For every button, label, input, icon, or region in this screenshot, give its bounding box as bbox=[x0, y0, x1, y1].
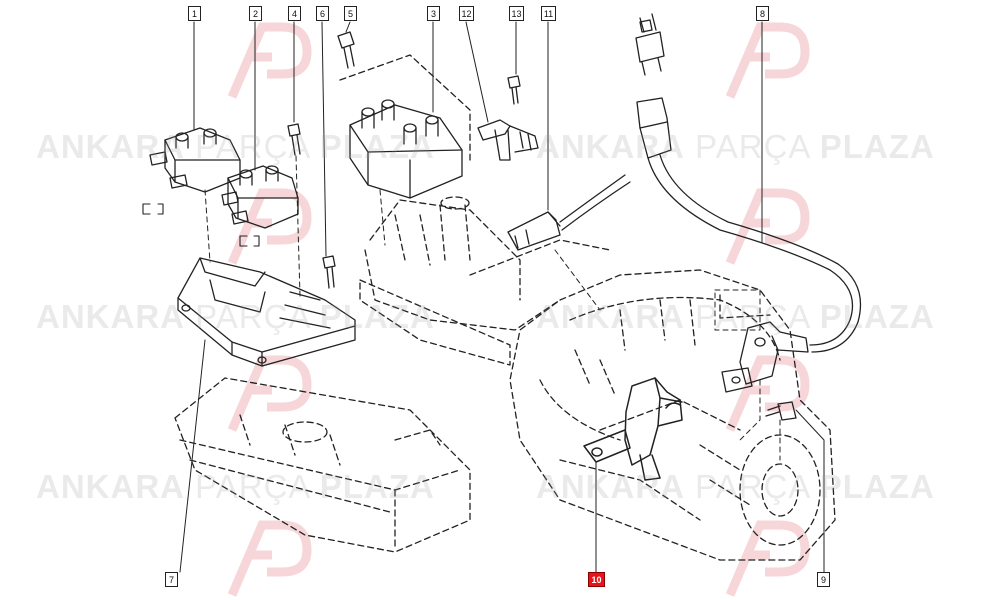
callout-10-highlighted: 10 bbox=[588, 572, 605, 587]
callout-6: 6 bbox=[316, 6, 329, 21]
coil-pack-base-outline bbox=[339, 54, 611, 366]
callout-1: 1 bbox=[188, 6, 201, 21]
vehicle-speed-sensor bbox=[583, 377, 683, 481]
coil-bracket-plate bbox=[177, 257, 356, 367]
connector-bracket-1 bbox=[142, 203, 164, 215]
speed-sensor-lead bbox=[507, 174, 631, 251]
bolt-4 bbox=[287, 123, 301, 156]
leader-lines bbox=[179, 21, 825, 574]
watermark-logo-icon bbox=[725, 188, 810, 265]
callout-4: 4 bbox=[288, 6, 301, 21]
crankshaft-sensor-cable bbox=[635, 13, 862, 353]
engine-cover-outline bbox=[174, 377, 471, 553]
watermark-logo-icon bbox=[227, 355, 312, 432]
callout-3: 3 bbox=[427, 6, 440, 21]
callout-8: 8 bbox=[756, 6, 769, 21]
watermark-logo-icon bbox=[725, 355, 810, 432]
callout-13: 13 bbox=[509, 6, 524, 21]
bolt-9 bbox=[765, 401, 797, 421]
callout-9: 9 bbox=[817, 572, 830, 587]
callout-7: 7 bbox=[165, 572, 178, 587]
connector-bracket-2 bbox=[239, 235, 260, 247]
callout-5: 5 bbox=[344, 6, 357, 21]
callout-12: 12 bbox=[459, 6, 474, 21]
gearbox-housing-outline bbox=[509, 269, 836, 561]
watermark-logo-icon bbox=[725, 520, 810, 597]
callout-2: 2 bbox=[249, 6, 262, 21]
ignition-coil-1 bbox=[149, 127, 241, 193]
watermark-logo-icon bbox=[227, 22, 312, 99]
camshaft-sensor bbox=[477, 119, 539, 161]
ignition-coil-pack bbox=[349, 99, 463, 199]
leader-lines-dashed bbox=[204, 155, 781, 461]
bolt-13 bbox=[507, 75, 521, 105]
bolt-6 bbox=[322, 255, 336, 289]
watermark-logo-icon bbox=[227, 188, 312, 265]
watermark-logo-icon bbox=[227, 520, 312, 597]
watermark-logo-icon bbox=[725, 22, 810, 99]
callout-11: 11 bbox=[541, 6, 556, 21]
watermark-logos bbox=[227, 22, 810, 597]
bolt-5 bbox=[337, 31, 355, 69]
